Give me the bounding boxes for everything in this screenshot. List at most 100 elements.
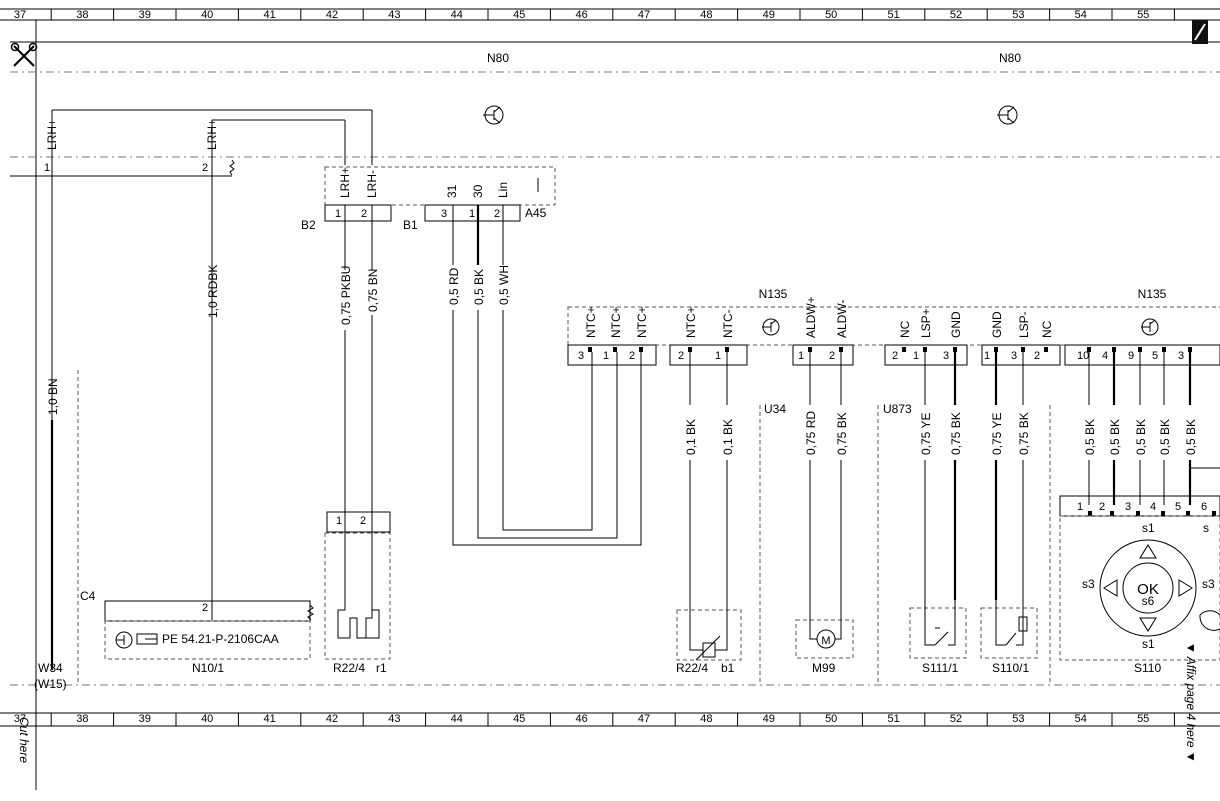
s111-1-label: S111/1 [922, 661, 959, 675]
a45-pin-31: 31 [445, 184, 459, 198]
grid-col-top-48: 48 [700, 9, 712, 21]
n135-g4-pin-num-2: 3 [943, 350, 949, 362]
wire-075-pkbu-label: 0,75 PKBU [339, 266, 353, 325]
n135-g2-pin-label-0: NTC+ [684, 306, 698, 338]
grid-col-bottom-47: 47 [638, 713, 650, 725]
u34-label: U34 [764, 402, 786, 416]
a45-pin-30: 30 [471, 184, 485, 198]
grid-col-top-39: 39 [139, 9, 151, 21]
wire-05-rd-label: 0,5 RD [447, 267, 461, 305]
wire-label-w_075bk_c: 0,75 BK [1017, 412, 1031, 455]
n135-g5-pin-label-2: NC [1040, 320, 1054, 338]
n135-g5-pin-label-1: LSP- [1017, 311, 1031, 338]
n135-g1-pin-label-0: NTC+ [584, 306, 598, 338]
c4-label: C4 [80, 589, 96, 603]
pointing-hand-icon [136, 633, 158, 645]
grid-col-bottom-37: 37 [14, 713, 26, 725]
n135-g1-pin-label-1: NTC+ [609, 306, 623, 338]
grid-col-bottom-42: 42 [326, 713, 338, 725]
s110-1-switch [980, 607, 1038, 659]
n135-connector-box [567, 306, 1220, 346]
grid-col-top-40: 40 [201, 9, 213, 21]
a45-connector-box [324, 166, 556, 206]
n135-g3-pin-label-0: ALDW+ [804, 296, 818, 338]
s110-1-label: S110/1 [992, 661, 1029, 675]
n135-g6-pin-num-4: 3 [1178, 350, 1184, 362]
s110-key-s6: s6 [1142, 594, 1155, 608]
grid-col-bottom-39: 39 [139, 713, 151, 725]
n135-left-label: N135 [759, 287, 788, 301]
a45-pinnum-4: 1 [469, 208, 475, 220]
s110-pin-4: 4 [1150, 501, 1156, 513]
grid-col-bottom-43: 43 [388, 713, 400, 725]
grid-col-top-51: 51 [887, 9, 899, 21]
grid-col-bottom-53: 53 [1012, 713, 1024, 725]
wire-label-w_01bk_b: 0,1 BK [721, 419, 735, 455]
grid-col-top-47: 47 [638, 9, 650, 21]
wire-label-s110-1: 0,5 BK [1108, 419, 1122, 455]
s110-pin-2: 2 [1099, 501, 1105, 513]
grid-col-bottom-40: 40 [201, 713, 213, 725]
grid-col-top-46: 46 [575, 9, 587, 21]
n135-g5-pin-num-1: 3 [1011, 350, 1017, 362]
grid-col-bottom-54: 54 [1075, 713, 1087, 725]
n10-1-label: N10/1 [192, 661, 224, 675]
s110-key-edge: s [1203, 521, 1209, 535]
grid-col-bottom-45: 45 [513, 713, 525, 725]
grid-col-top-50: 50 [825, 9, 837, 21]
s110-key-ok: OK [1137, 581, 1159, 598]
n135-g4-pin-label-1: LSP+ [919, 308, 933, 338]
n10-reference-text: PE 54.21-P-2106CAA [162, 632, 279, 646]
a45-pin-lrh-plus: LRH+ [338, 167, 352, 198]
r22-4-b1-sensor [676, 609, 742, 661]
n135-g6-pin-num-1: 4 [1102, 350, 1108, 362]
wire-label-s110-0: 0,5 BK [1083, 419, 1097, 455]
grid-col-bottom-46: 46 [575, 713, 587, 725]
wire-label-w_01bk_a: 0,1 BK [684, 419, 698, 455]
a45-label: A45 [525, 206, 547, 220]
r22-4-left-label: R22/4 [333, 661, 365, 675]
wire-label-w_075bk_a: 0,75 BK [835, 412, 849, 455]
n135-g2-pin-num-1: 1 [715, 350, 721, 362]
a45-pinnum-2: 2 [361, 208, 367, 220]
s110-label: S110 [1134, 661, 1161, 675]
n80-right-ground-symbol-icon [997, 105, 1018, 125]
grid-col-bottom-55: 55 [1137, 713, 1149, 725]
wire-label-w_075ye_b: 0,75 YE [990, 413, 1004, 455]
grid-col-bottom-50: 50 [825, 713, 837, 725]
lrh-pin-num-2: 2 [202, 162, 208, 174]
wire-10-rdbk-label: 1,0 RDBK [206, 265, 220, 318]
grid-col-top-38: 38 [76, 9, 88, 21]
grid-col-top-45: 45 [513, 9, 525, 21]
s110-pin-3: 3 [1125, 501, 1131, 513]
n135-g4-pin-num-1: 1 [913, 350, 919, 362]
cut-here-text: Cut here [17, 717, 31, 763]
s110-key-top: s1 [1142, 521, 1155, 535]
grid-col-top-54: 54 [1075, 9, 1087, 21]
n135-g5-pin-num-0: 1 [984, 350, 990, 362]
n135-right-ground-symbol-icon [1141, 318, 1159, 336]
n135-g2-pin-label-1: NTC- [721, 309, 735, 338]
grid-col-top-55: 55 [1137, 9, 1149, 21]
n135-g6-pin-num-2: 9 [1128, 350, 1134, 362]
grid-col-top-37: 37 [14, 9, 26, 21]
s110-pin-6: 6 [1201, 501, 1207, 513]
n80-left-ground-symbol-icon [483, 105, 504, 125]
wire-label-s110-3: 0,5 BK [1158, 419, 1172, 455]
lrh-pin-num-1: 1 [44, 162, 50, 174]
wire-05-bk-label: 0,5 BK [472, 269, 486, 305]
b1-label: B1 [403, 218, 418, 232]
grid-col-bottom-49: 49 [763, 713, 775, 725]
s110-pin-1: 1 [1077, 501, 1083, 513]
r1-label: r1 [376, 661, 387, 675]
n135-g5-pin-num-2: 2 [1034, 350, 1040, 362]
scissors-icon [10, 42, 38, 67]
n135-g4-pin-label-2: GND [949, 311, 963, 338]
n135-g4-pin-num-0: 2 [892, 350, 898, 362]
n135-right-label: N135 [1138, 287, 1167, 301]
m99-label: M99 [812, 661, 836, 675]
wire-label-s110-4: 0,5 BK [1184, 419, 1198, 455]
n135-g1-pin-num-2: 2 [629, 350, 635, 362]
